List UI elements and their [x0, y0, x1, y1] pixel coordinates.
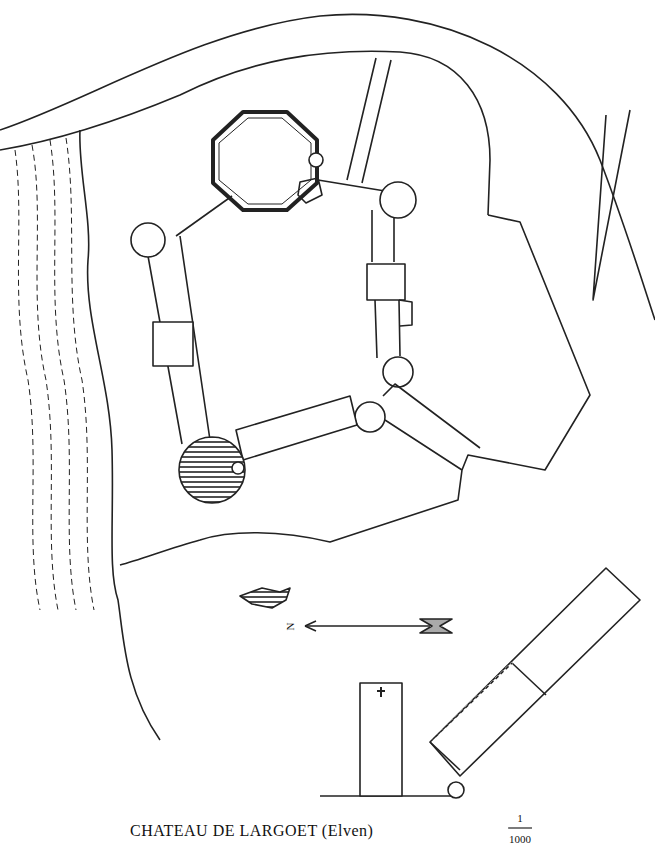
outbuilding-divider — [512, 663, 546, 695]
tower — [383, 357, 413, 387]
cross — [377, 687, 385, 697]
outer-enceinte — [120, 215, 590, 565]
tower — [380, 182, 416, 218]
donjon-entry — [298, 178, 322, 203]
wall-building — [367, 264, 405, 300]
wall-line — [318, 180, 385, 191]
stair-turret — [309, 153, 323, 167]
west-wall — [148, 236, 210, 444]
small-tower — [448, 782, 464, 798]
chapel — [360, 683, 402, 796]
dash-mask — [430, 663, 512, 742]
stair-turret — [232, 462, 244, 474]
scale-denominator: 1000 — [508, 834, 532, 845]
hatched-tower — [179, 437, 245, 503]
bridge — [347, 58, 391, 183]
tower — [131, 223, 165, 257]
wall-building — [153, 322, 193, 366]
north-arrow — [305, 625, 430, 627]
wall-line — [176, 196, 232, 236]
fraction-bar — [508, 827, 532, 828]
donjon-inner — [219, 118, 311, 204]
donjon — [213, 112, 317, 210]
water-lines — [15, 138, 94, 610]
north-label: N — [285, 621, 296, 631]
wall-bump — [399, 300, 412, 326]
moat-outer — [0, 14, 655, 320]
south-wall — [236, 396, 357, 460]
hatched-mark — [240, 588, 290, 608]
cliff-edge — [80, 130, 160, 740]
caption: CHATEAU DE LARGOET (Elven) — [130, 822, 373, 840]
tower — [355, 402, 385, 432]
arrow-head — [305, 621, 316, 631]
se-arm — [383, 384, 480, 470]
moat-inner — [0, 51, 490, 215]
outbuilding — [430, 568, 640, 776]
moat-v — [593, 110, 630, 300]
arrow-feather — [420, 619, 452, 633]
outbuilding-end — [430, 742, 460, 770]
outbuilding-dashed — [430, 663, 512, 742]
scale-numerator: 1 — [516, 813, 524, 824]
